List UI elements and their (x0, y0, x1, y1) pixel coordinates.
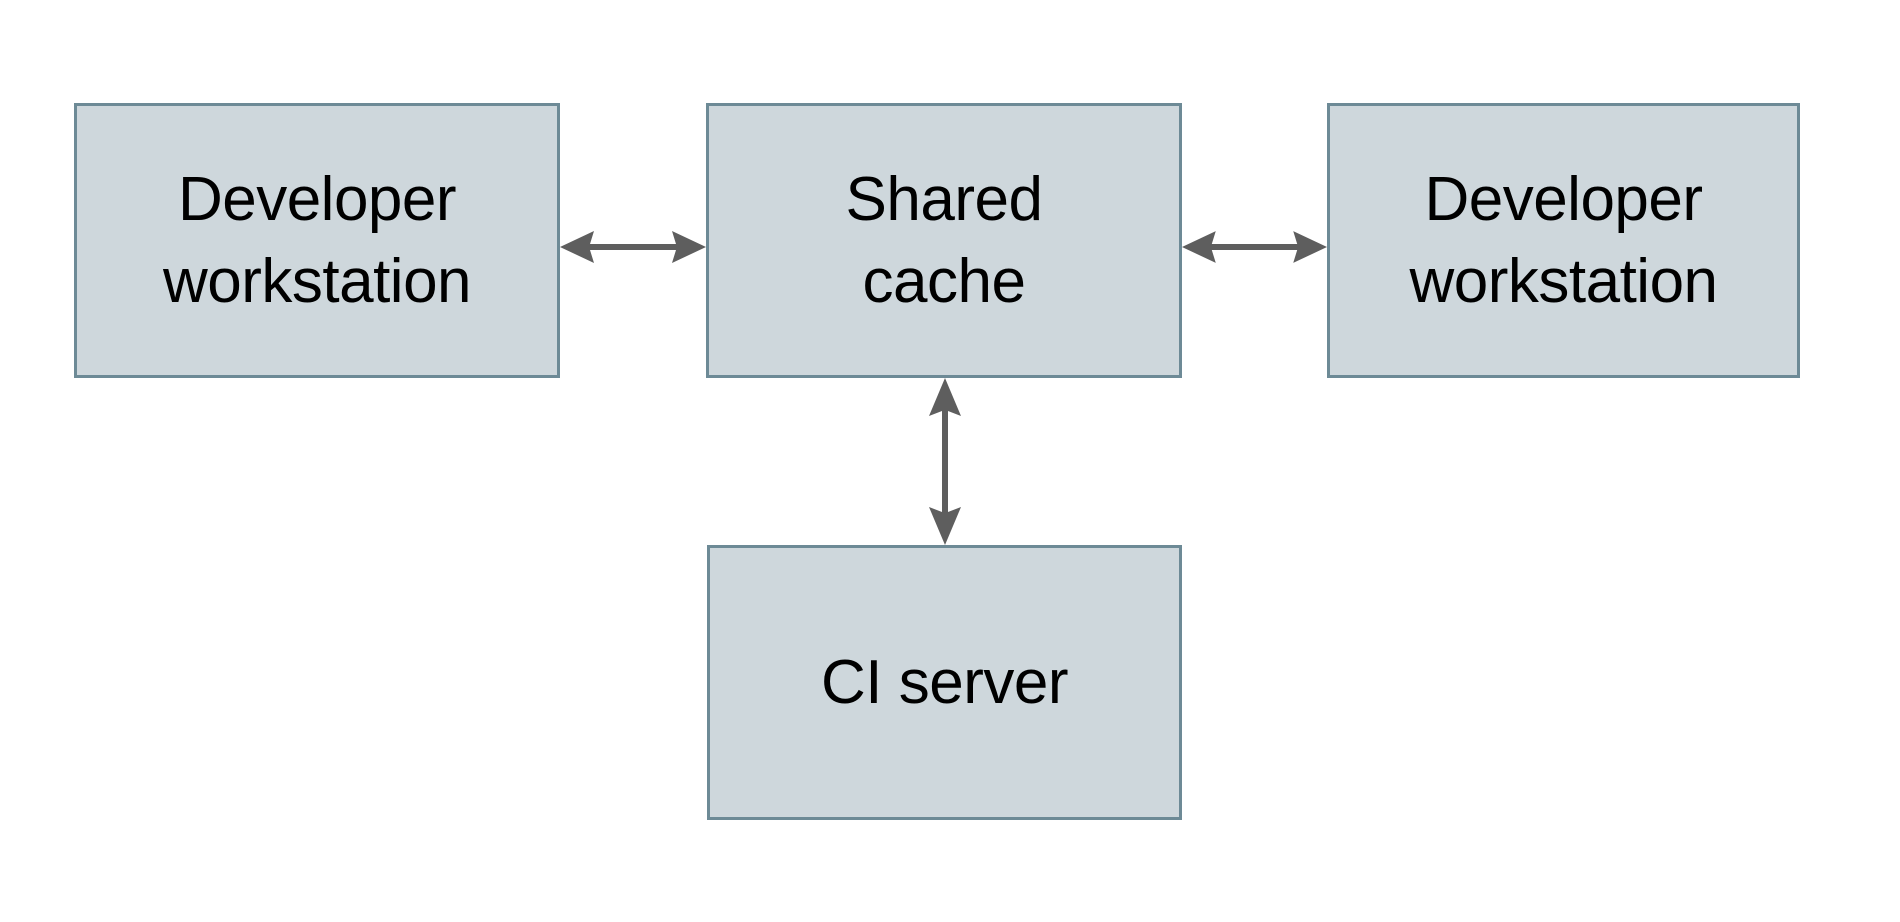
edge-shared-cache-to-ci-server (925, 378, 965, 545)
double-arrow-vertical-icon (929, 378, 961, 545)
node-shared-cache[interactable]: Shared cache (706, 103, 1182, 378)
node-developer-workstation-left[interactable]: Developer workstation (74, 103, 560, 378)
node-label: Developer workstation (162, 164, 472, 316)
edge-shared-cache-to-right-workstation (1182, 227, 1327, 267)
node-label: CI server (821, 647, 1068, 717)
node-label: Developer workstation (1409, 164, 1718, 316)
double-arrow-horizontal-icon (1182, 231, 1327, 263)
edge-left-workstation-to-shared-cache (560, 227, 706, 267)
node-developer-workstation-right[interactable]: Developer workstation (1327, 103, 1800, 378)
double-arrow-horizontal-icon (560, 231, 706, 263)
node-ci-server[interactable]: CI server (707, 545, 1182, 820)
node-label: Shared cache (845, 164, 1043, 316)
